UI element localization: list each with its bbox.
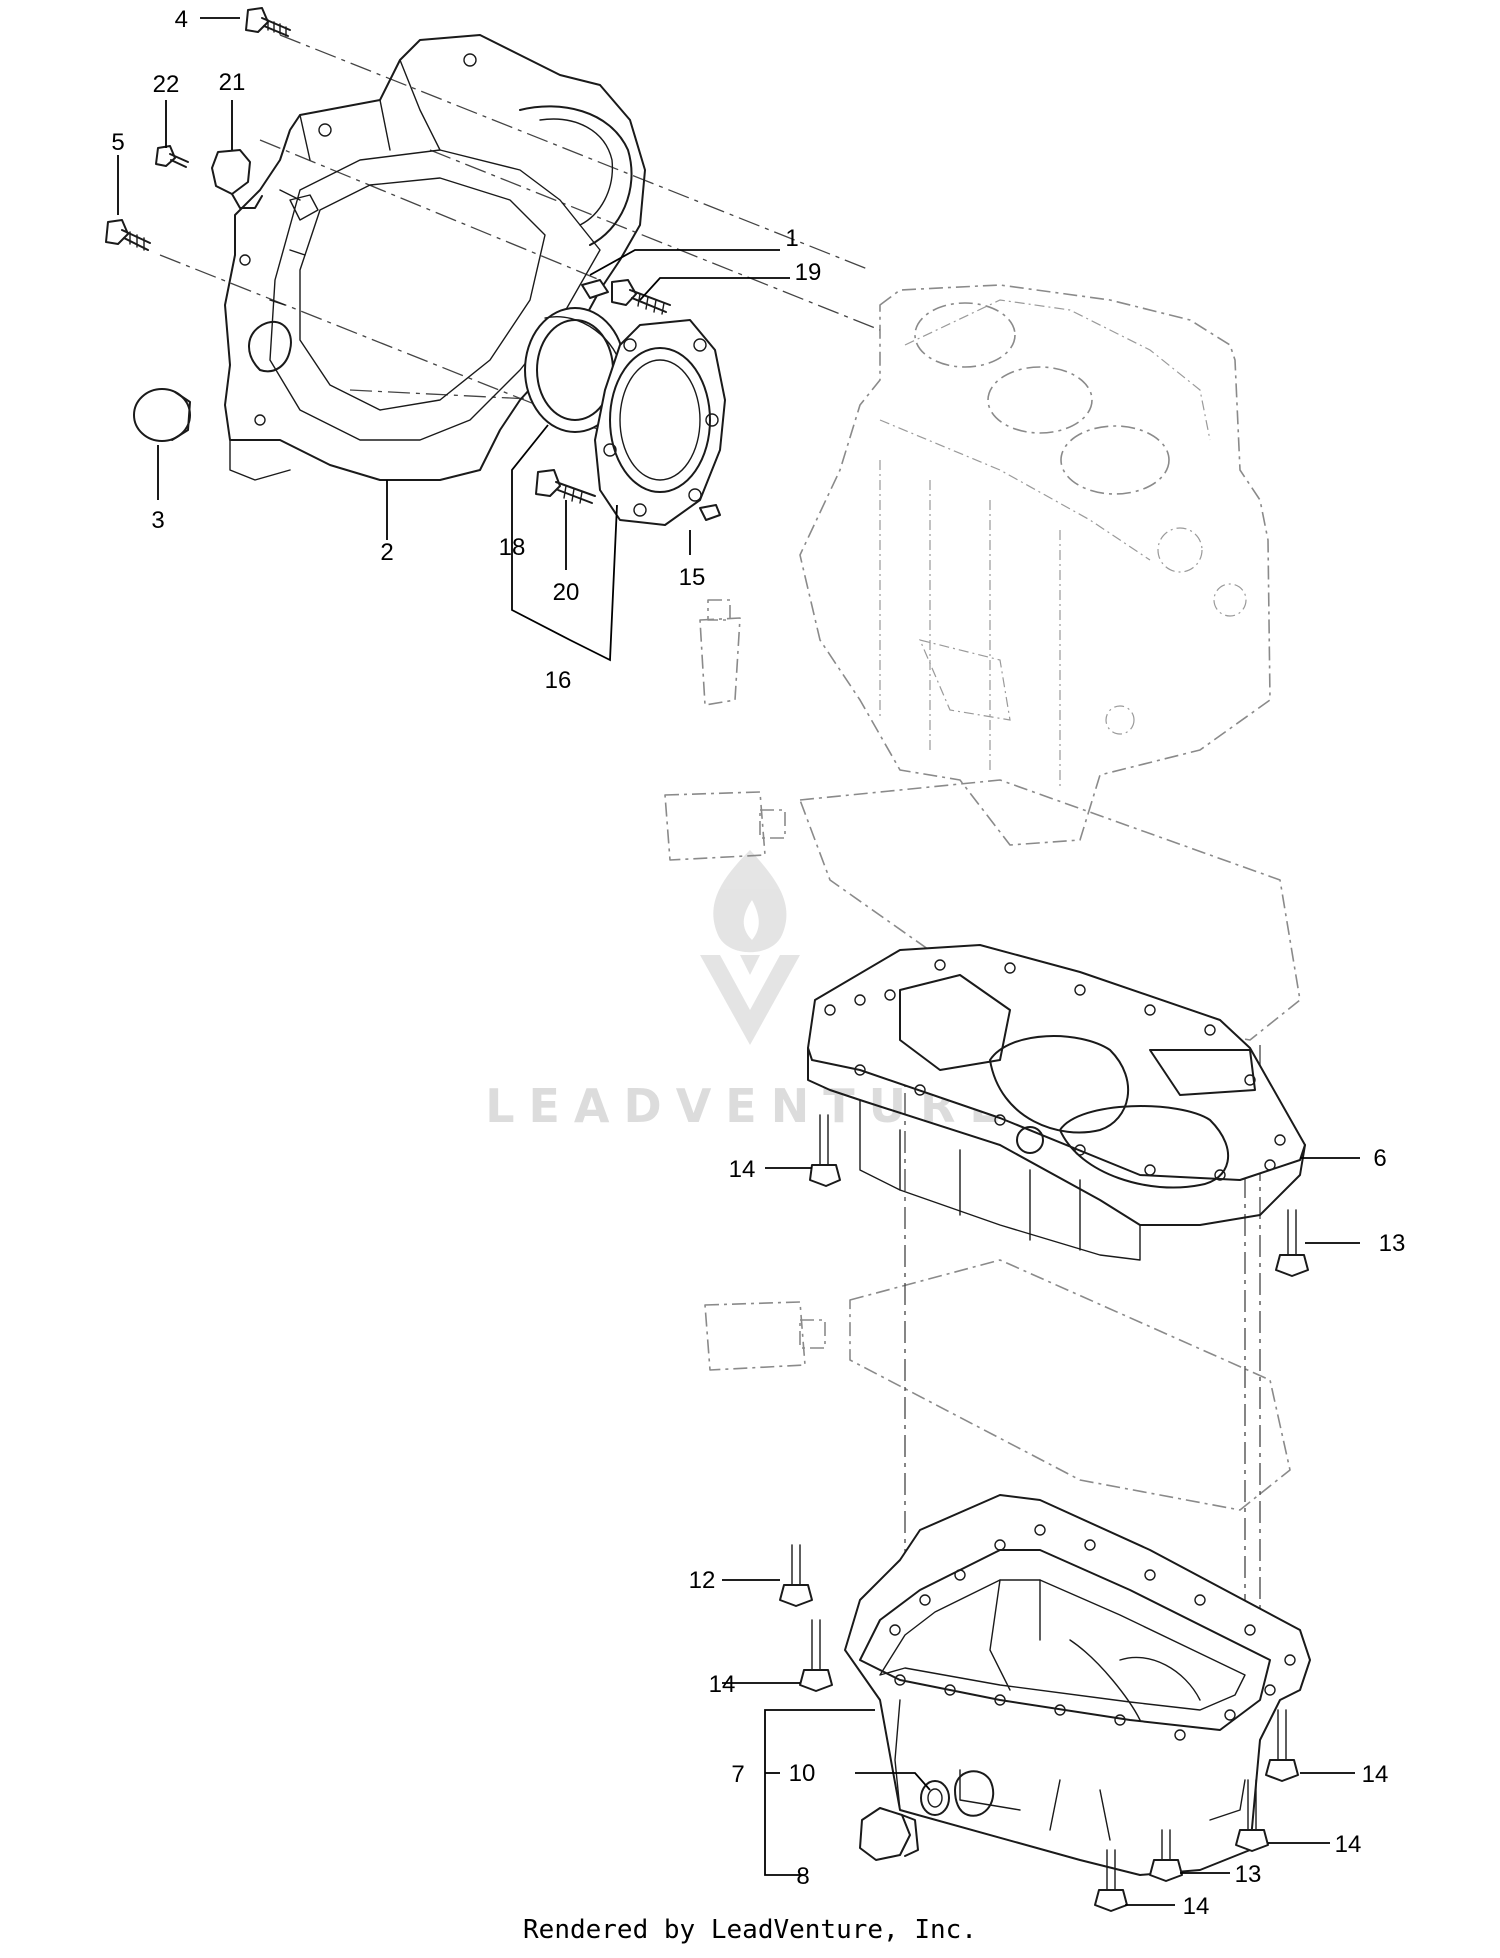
lower-oil-pan-part-7 [844,1494,1311,1876]
sealant-tube-1 [699,599,741,706]
callout-13-upper: 14 [729,1156,756,1183]
leadventure-watermark: LEADVENTURE [485,850,1001,1133]
bolt-part-5 [105,219,151,251]
lower-gasket-phantom [849,1259,1291,1511]
upper-oil-pan-part-6 [807,944,1306,1261]
callout-6: 6 [1373,1145,1386,1172]
bolt-part-11-bottom [1149,1829,1183,1882]
callout-11-bottom: 13 [1235,1861,1262,1888]
callout-14-right: 14 [1362,1761,1389,1788]
footer-credit: Rendered by LeadVenture, Inc. [523,1915,977,1945]
callout-19: 19 [795,259,822,286]
bolt-part-22 [155,145,189,168]
callout-labels: 4 5 22 21 3 2 1 19 18 20 15 16 6 14 13 1… [111,6,1405,1920]
plug-part-3 [133,388,191,442]
callout-1: 1 [785,225,798,252]
sensor-part-21 [211,149,263,209]
callout-12: 13 [1379,1230,1406,1257]
engine-block-phantom [799,284,1271,846]
callout-4: 4 [175,6,188,33]
callout-21: 21 [219,69,246,96]
bolt-part-13-upper [809,1114,841,1187]
gasket-washer-part-10 [920,1780,950,1816]
leader-lines [117,17,1360,1906]
bolt-part-13-lower [799,1619,833,1692]
bolt-part-11-upper [779,1544,813,1607]
callout-8: 8 [796,1863,809,1890]
sealant-tube-2 [664,791,786,861]
callout-20: 20 [553,579,580,606]
callout-18: 18 [499,534,526,561]
sealant-tube-3 [704,1301,826,1371]
callout-3: 3 [151,507,164,534]
callout-5: 5 [111,129,124,156]
upper-gasket-phantom [799,779,1301,1041]
bolt-part-14-bottom [1094,1849,1128,1912]
bolt-part-14-right [1265,1709,1299,1782]
callout-2: 2 [380,539,393,566]
flywheel-housing [224,34,646,481]
dowel-pin-part-1 [581,279,609,299]
bolt-part-4 [245,7,291,37]
callout-14-bottom: 14 [1183,1893,1210,1920]
callout-11-upper: 12 [689,1567,716,1594]
callout-22: 22 [153,71,180,98]
pin-part-15 [699,504,721,521]
seal-case-part-16 [594,319,726,526]
callout-15: 15 [679,564,706,591]
callout-14-bottom-right: 14 [1335,1831,1362,1858]
callout-13-lower: 14 [709,1671,736,1698]
bolt-part-19 [611,279,671,315]
drain-plug-part-8 [859,1807,919,1861]
callout-7: 7 [731,1761,744,1788]
callout-16: 16 [545,667,572,694]
bolt-part-12 [1275,1209,1309,1277]
bolt-part-14-bottom-right [1235,1779,1269,1852]
alignment-lines [159,34,1261,1625]
bolt-part-20 [535,469,596,504]
callout-10: 10 [789,1760,816,1787]
